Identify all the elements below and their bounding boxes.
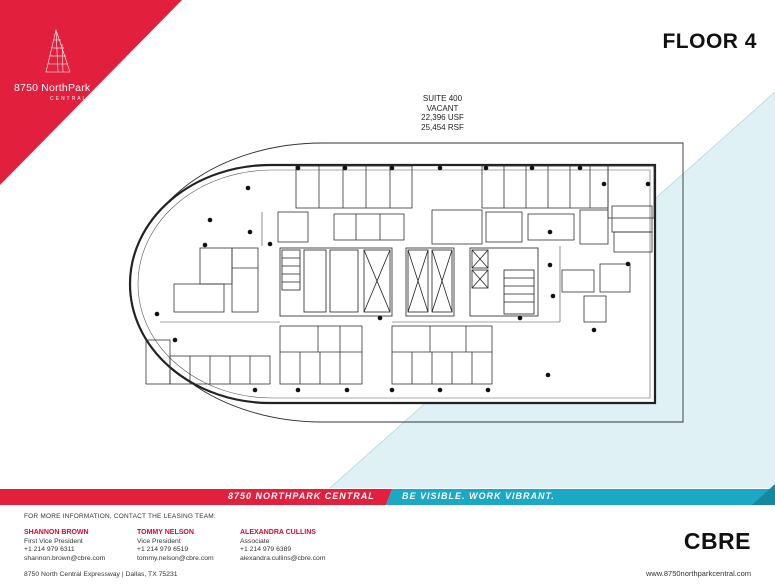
cbre-logo: CBRE [683, 528, 751, 554]
banner-building-name: 8750 NORTHPARK CENTRAL [228, 491, 375, 501]
north-offices [295, 165, 655, 253]
contact-card: TOMMY NELSON Vice President +1 214 979 6… [137, 529, 214, 563]
logo-red-triangle [0, 0, 182, 185]
contact-name: TOMMY NELSON [137, 529, 194, 536]
building-address: 8750 North Central Expressway | Dallas, … [24, 571, 178, 578]
building-sub: CENTRAL [50, 96, 88, 102]
inner-offices [277, 209, 609, 245]
suite-name: SUITE 400 [422, 94, 463, 103]
building-name: 8750 NorthPark [14, 82, 91, 94]
building-core [279, 247, 539, 317]
contact-name: ALEXANDRA CULLINS [240, 529, 316, 536]
contact-title: Associate [240, 537, 270, 545]
contact-heading: FOR MORE INFORMATION, CONTACT THE LEASIN… [24, 513, 216, 520]
banner-red [0, 489, 392, 505]
contact-email[interactable]: tommy.nelson@cbre.com [137, 554, 214, 562]
south-offices [169, 325, 493, 385]
building-outline [128, 163, 657, 405]
contact-title: First Vice President [24, 537, 83, 545]
contact-phone[interactable]: +1 214 979 6519 [137, 546, 189, 554]
banner-teal-corner [752, 484, 775, 505]
east-rooms [561, 263, 631, 323]
suite-info: SUITE 400 VACANT 22,396 USF 25,454 RSF [0, 94, 775, 132]
columns [154, 165, 651, 393]
banner-tagline: BE VISIBLE. WORK VIBRANT. [402, 491, 555, 501]
suite-rsf: 25,454 RSF [421, 122, 464, 132]
contact-card: ALEXANDRA CULLINS Associate +1 214 979 6… [240, 529, 325, 563]
floor-title: FLOOR 4 [662, 30, 757, 53]
contact-card: SHANNON BROWN First Vice President +1 21… [24, 529, 105, 563]
tower-logo-icon [45, 28, 71, 73]
contact-name: SHANNON BROWN [24, 529, 89, 536]
contact-email[interactable]: alexandra.cullins@cbre.com [240, 554, 326, 562]
suite-status: VACANT [426, 103, 459, 113]
building-logo: 8750 NorthPark CENTRAL [14, 82, 90, 102]
website-link[interactable]: www.8750northparkcentral.com [645, 569, 751, 578]
suite-usf: 22,396 USF [421, 113, 464, 122]
contact-phone[interactable]: +1 214 979 6311 [24, 546, 75, 554]
banner-teal [386, 489, 775, 505]
partitions [160, 212, 561, 323]
contact-email[interactable]: shannon.brown@cbre.com [24, 554, 106, 562]
contact-title: Vice President [137, 537, 181, 545]
contact-phone[interactable]: +1 214 979 6389 [240, 546, 292, 554]
